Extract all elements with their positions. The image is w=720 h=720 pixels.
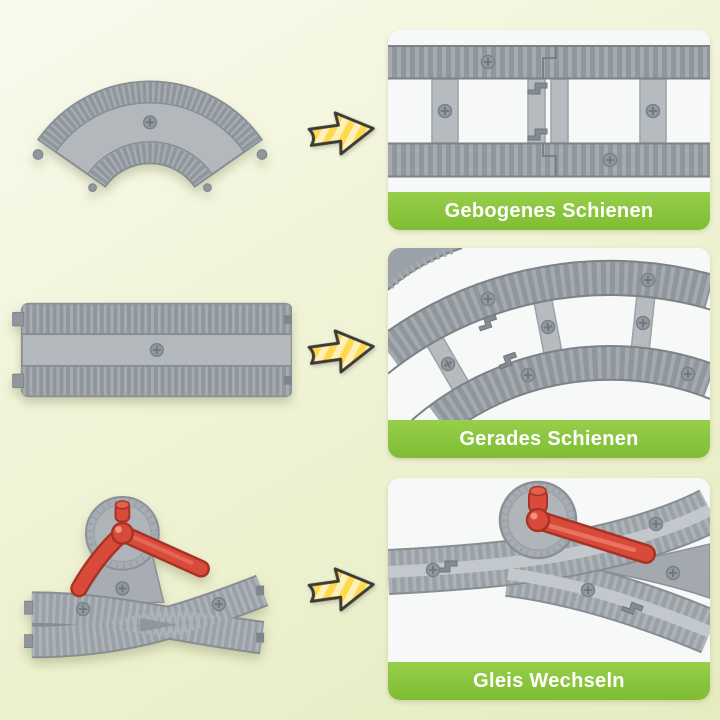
label-text: Gerades Schienen (459, 427, 639, 450)
arrow-icon (301, 101, 382, 165)
label-text: Gebogenes Schienen (444, 199, 654, 222)
arrow-icon (301, 319, 382, 383)
label-banner: Gerades Schienen (388, 420, 710, 458)
label-text: Gleis Wechseln (473, 669, 625, 692)
panel-curved-rails: Gebogenes Schienen (388, 30, 710, 230)
curved-track-piece (32, 80, 268, 192)
label-banner: Gebogenes Schienen (388, 192, 710, 230)
switch-track-photo (388, 478, 710, 662)
label-banner: Gleis Wechseln (388, 662, 710, 700)
panel-straight-rails: Gerades Schienen (388, 248, 710, 458)
straight-track-photo (388, 30, 710, 192)
arrow-icon (301, 557, 382, 621)
straight-track-piece (12, 302, 292, 398)
curved-track-photo (388, 248, 710, 420)
panel-switch: Gleis Wechseln (388, 478, 710, 700)
switch-track-piece (24, 495, 269, 659)
